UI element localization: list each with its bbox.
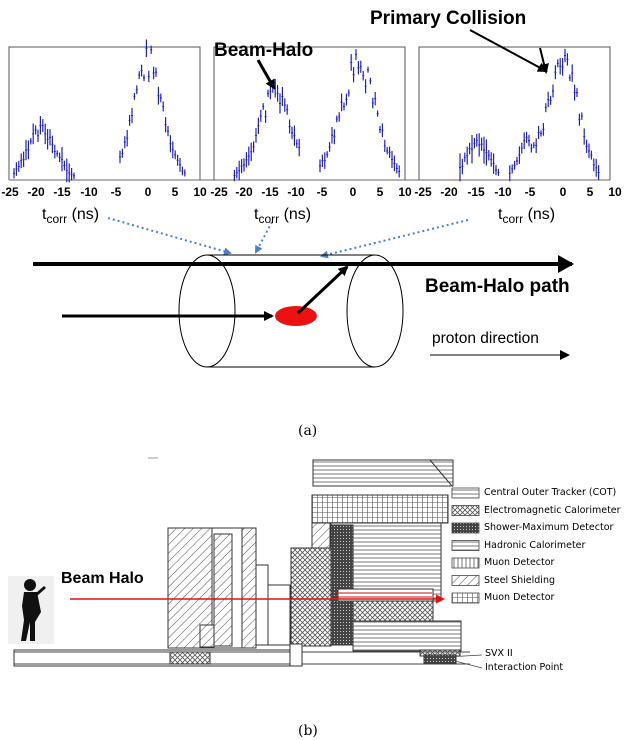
tick-label: -25: [210, 185, 228, 199]
histogram-left: [8, 46, 201, 180]
outgoing-particle-arrow: [296, 265, 349, 315]
tick-label: -20: [440, 185, 458, 199]
legend-swatch: [451, 487, 480, 499]
legend-swatch: [451, 540, 480, 551]
tick-label: 0: [349, 185, 357, 199]
tick-label: -20: [235, 185, 253, 199]
caption-a: (a): [298, 423, 318, 439]
tick-label: 0: [144, 185, 152, 199]
beam-halo-path-label: Beam-Halo path: [425, 276, 570, 297]
tick-label: 10: [193, 185, 207, 199]
tick-label: -5: [316, 185, 328, 199]
tick-label: -25: [1, 185, 19, 199]
dotted-arrow-middle: [255, 221, 273, 254]
axis-label-left: tcorr (ns): [42, 206, 100, 227]
tick-label: -5: [524, 185, 536, 199]
svx-label: SVX II: [485, 648, 513, 659]
legend-item-label: Shower-Maximum Detector: [484, 522, 614, 533]
tick-label: 10: [398, 185, 412, 199]
caption-b: (b): [298, 723, 318, 739]
proton-direction-label: proton direction: [432, 330, 539, 347]
legend-item-label: Hadronic Calorimeter: [484, 539, 586, 551]
tick-label: 5: [586, 185, 594, 199]
legend-item-label: Central Outer Tracker (COT): [484, 487, 617, 498]
legend-swatch: [451, 505, 480, 516]
collision-point: [275, 306, 317, 326]
tick-label: -15: [261, 185, 279, 199]
tick-label: -15: [467, 185, 485, 199]
detector-cross-section: [13, 457, 483, 669]
tick-label: -20: [27, 185, 45, 199]
detector-cylinder: [178, 254, 404, 368]
tick-label: -10: [494, 185, 512, 199]
axis-label-middle: tcorr (ns): [254, 206, 312, 227]
axis-label-right: tcorr (ns): [498, 206, 556, 227]
person-silhouette-icon: [8, 576, 54, 644]
tick-label: -25: [414, 185, 432, 199]
primary-collision-label: Primary Collision: [370, 8, 527, 29]
legend-item-label: Muon Detector: [484, 557, 555, 568]
tick-label: -10: [80, 185, 98, 199]
beam-halo-b-label: Beam Halo: [61, 570, 144, 587]
beam-halo-pointer-arrow: [256, 59, 276, 90]
legend-item-label: Muon Detector: [484, 592, 555, 603]
legend-swatch: [451, 592, 480, 604]
legend-swatch: [451, 575, 480, 586]
histogram-right: [418, 46, 611, 180]
tick-label: 5: [171, 185, 179, 199]
legend-swatch: [451, 557, 480, 569]
tick-label: -15: [53, 185, 71, 199]
tick-label: 10: [608, 185, 622, 199]
primary-pointer-arrow: [469, 29, 548, 72]
histogram-middle: [213, 46, 406, 180]
legend-item-label: Electromagnetic Calorimeter: [484, 504, 621, 516]
legend-swatches: [451, 487, 480, 604]
dotted-arrow-right: [320, 219, 469, 259]
histogram-errorbars: [13, 39, 600, 183]
beam-halo-label: Beam-Halo: [214, 40, 314, 61]
tick-label: 5: [376, 185, 384, 199]
tick-label: 0: [559, 185, 567, 199]
tick-label: -10: [287, 185, 305, 199]
legend-swatch: [451, 522, 480, 534]
dotted-arrow-left: [107, 217, 232, 256]
tick-label: -5: [110, 185, 122, 199]
interaction-point-label: Interaction Point: [485, 662, 564, 673]
legend-item-label: Steel Shielding: [484, 574, 555, 586]
